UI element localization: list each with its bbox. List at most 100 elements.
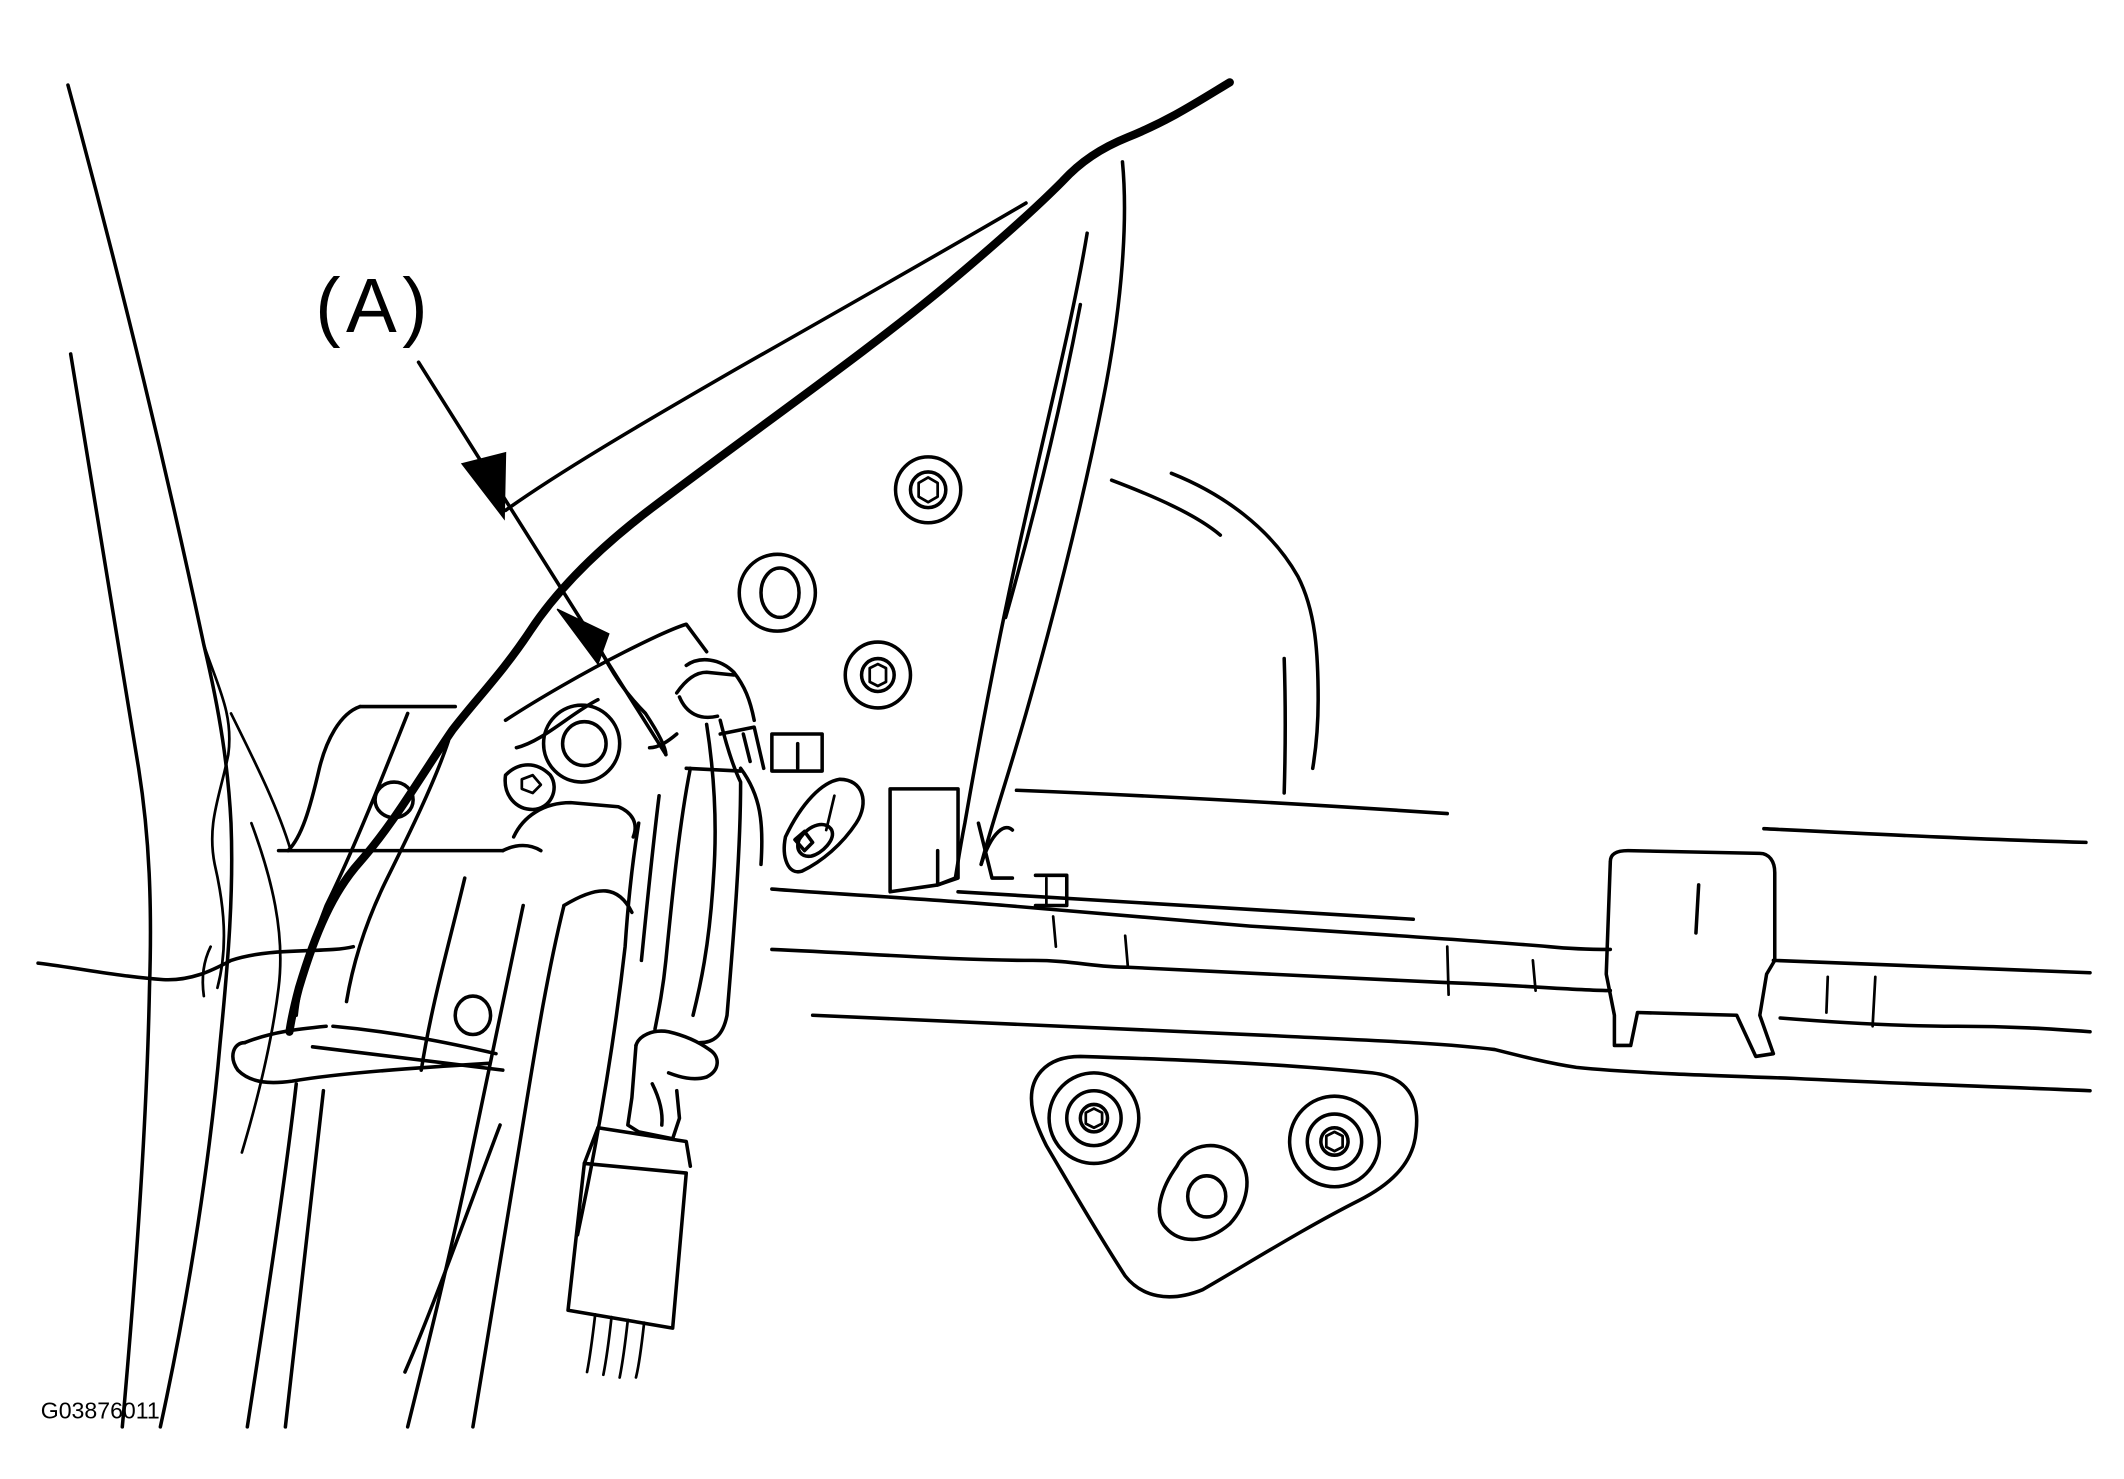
triangle-plate-outline — [1029, 1054, 1419, 1299]
slot-bracket-diamond — [793, 829, 815, 853]
hinge-arc-upper — [1109, 478, 1223, 537]
arrowhead-lower — [556, 608, 610, 666]
plate-flange-curve — [514, 697, 600, 750]
plate-hole-left — [373, 780, 415, 820]
frame-top-curve — [562, 889, 634, 915]
pillar-seam-lower — [240, 821, 282, 1154]
wire-branch — [738, 766, 764, 867]
plate-hole-lower — [453, 994, 493, 1037]
slot-bracket-line — [824, 794, 836, 832]
bracket-top-edge — [503, 201, 1028, 513]
latch-block-slot — [1694, 883, 1701, 935]
bolt-left-washer — [541, 703, 622, 784]
arrowhead-upper — [460, 451, 507, 521]
rail-tick-6 — [1871, 975, 1877, 1028]
frame-line-d — [419, 876, 467, 1072]
plate-bottom-line — [310, 1045, 505, 1072]
rail-top-1 — [1014, 788, 1450, 816]
hinge-arc-inner — [1282, 656, 1287, 795]
frame-line-e — [405, 903, 525, 1429]
rail-lower — [770, 947, 1613, 993]
connector-boot — [634, 1029, 719, 1081]
frame-line-b — [283, 1088, 326, 1429]
callout-label-a: (A) — [315, 264, 433, 349]
door-hinge-arc — [1109, 471, 1320, 795]
connector-collar — [596, 1125, 693, 1168]
connector-wire-1 — [585, 1312, 597, 1374]
dimension-arrow-a — [416, 360, 668, 757]
bracket-inner-stroke — [1003, 302, 1083, 620]
plate-inner-diagonal — [344, 739, 451, 1004]
plate-diagonal — [294, 711, 410, 1018]
bracket-right-edge — [979, 160, 1127, 867]
rail-top-2 — [1762, 826, 2088, 845]
hinge-bracket-upper — [503, 160, 1127, 894]
rail-small-block — [1033, 873, 1069, 908]
rail-tick-1 — [1051, 915, 1058, 949]
dimension-leader-line — [416, 360, 668, 757]
lower-triangle-plate — [1029, 1054, 1419, 1299]
bolt-upper-middle — [737, 552, 818, 633]
bracket-lower-block — [888, 787, 960, 894]
wire-inner — [691, 722, 717, 1018]
connector-collar-left — [582, 1125, 600, 1166]
wire-clip-top — [684, 657, 756, 723]
bracket-foot-line — [976, 821, 1015, 880]
bolt-lower-left — [1047, 1071, 1141, 1166]
rail-upper — [956, 890, 1416, 922]
latch-block — [1604, 848, 1777, 1059]
upper-bolts — [541, 455, 963, 784]
rail-right-upper — [1771, 958, 2092, 975]
bracket-foot-curve — [979, 825, 1015, 867]
frame-line-a — [245, 1082, 299, 1429]
plate-left-edge — [286, 704, 362, 853]
bracket-right-inner-edge — [953, 231, 1089, 880]
pillar-inner-edge — [68, 352, 153, 1429]
bolt-upper-right — [893, 455, 963, 525]
crossing-line — [36, 944, 356, 982]
pillar-seam-branch — [229, 712, 293, 853]
seal-line — [285, 78, 1234, 1036]
figure-id-label: G03876011 — [41, 1398, 160, 1424]
wire-harness — [566, 657, 764, 1379]
body-pillar-lines — [66, 83, 293, 1429]
slot-bracket-outline — [782, 777, 865, 874]
plate-slot-diamond — [520, 773, 543, 795]
plate-upper-flange — [503, 622, 709, 723]
rail-tick-4 — [1531, 959, 1537, 992]
wire-inner-left — [653, 766, 693, 1031]
plate-slot-small — [503, 763, 556, 812]
plate-bottom-tab-top — [242, 1024, 328, 1045]
plate-tab — [511, 800, 637, 839]
rail-right-lower — [1778, 1016, 2092, 1034]
frame-line-g — [575, 821, 641, 1237]
weatherstrip-seal — [285, 78, 1234, 1036]
latch-block-outline — [1604, 848, 1777, 1059]
frame-line-f — [471, 903, 566, 1429]
slot-bracket-hole — [796, 822, 835, 859]
plate-bottom-tab — [231, 1040, 491, 1085]
connector-wire-4 — [634, 1321, 646, 1379]
rail-tick-2 — [1123, 934, 1130, 969]
frame-line-h — [639, 793, 661, 963]
pillar-seam — [202, 643, 231, 990]
pillar-outer-edge — [66, 83, 234, 1429]
plate-lower-inner — [331, 1024, 498, 1056]
rail-tick-3 — [1445, 945, 1450, 997]
crossing-notch — [201, 945, 212, 998]
rail-tick-5 — [1825, 975, 1830, 1014]
wire-clip-left — [647, 732, 679, 750]
rail-bottom — [810, 1013, 2092, 1093]
clip-box-b — [770, 732, 824, 773]
clip-box-a — [718, 725, 766, 771]
wire-clip-inner — [674, 670, 736, 695]
connector-neck — [626, 1043, 682, 1141]
hinge-arc-outer — [1169, 471, 1320, 771]
rail-middle — [770, 887, 1613, 952]
center-slot-bracket — [782, 777, 865, 874]
slot-lower-center — [1157, 1143, 1249, 1242]
wire-clip-bottom — [677, 695, 720, 720]
connector-wire-3 — [618, 1318, 630, 1379]
